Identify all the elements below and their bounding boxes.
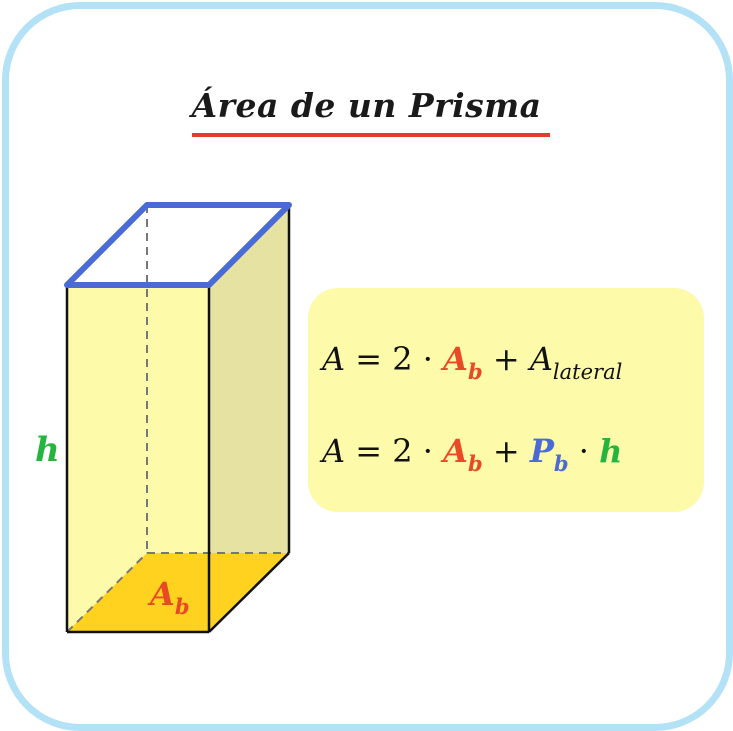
formula2-height: h [599, 432, 623, 470]
formula1-plus: + [482, 340, 530, 378]
formula1-lateral-sub: lateral [552, 360, 623, 384]
formula2-plus: + [482, 432, 530, 470]
prism-right-face [209, 205, 289, 632]
height-label: h [35, 430, 60, 470]
edge-bottom-right [208, 552, 290, 633]
title-underline [192, 133, 550, 137]
formula2-base-area: A [443, 432, 468, 470]
formula2-base-area-sub: b [467, 451, 483, 476]
formula-area-lateral: A = 2 · Ab + Alateral [322, 340, 622, 384]
formula-area-perimeter: A = 2 · Ab + Pb · h [322, 432, 623, 476]
formula1-base-area-sub: b [467, 359, 483, 384]
formula1-base-area: A [443, 340, 468, 378]
formula-box [308, 288, 704, 512]
base-area-label: Ab [150, 575, 190, 619]
base-area-label-main: A [150, 575, 175, 613]
page-title: Área de un Prisma [191, 86, 542, 125]
formula2-perimeter-sub: b [553, 451, 569, 476]
formula2-dot: · [568, 432, 600, 470]
formula1-lateral-area: A [529, 340, 553, 378]
formula2-perimeter: P [529, 432, 554, 470]
formula1-equals: = 2 · [345, 340, 444, 378]
formula1-area: A [322, 340, 346, 378]
prism-top-perimeter [64, 202, 292, 288]
base-area-label-sub: b [174, 594, 190, 619]
formula2-area: A [322, 432, 346, 470]
prism-base-face [67, 553, 289, 632]
formula2-equals: = 2 · [345, 432, 444, 470]
hidden-edge-side [66, 552, 148, 633]
prism-front-face [67, 285, 209, 632]
